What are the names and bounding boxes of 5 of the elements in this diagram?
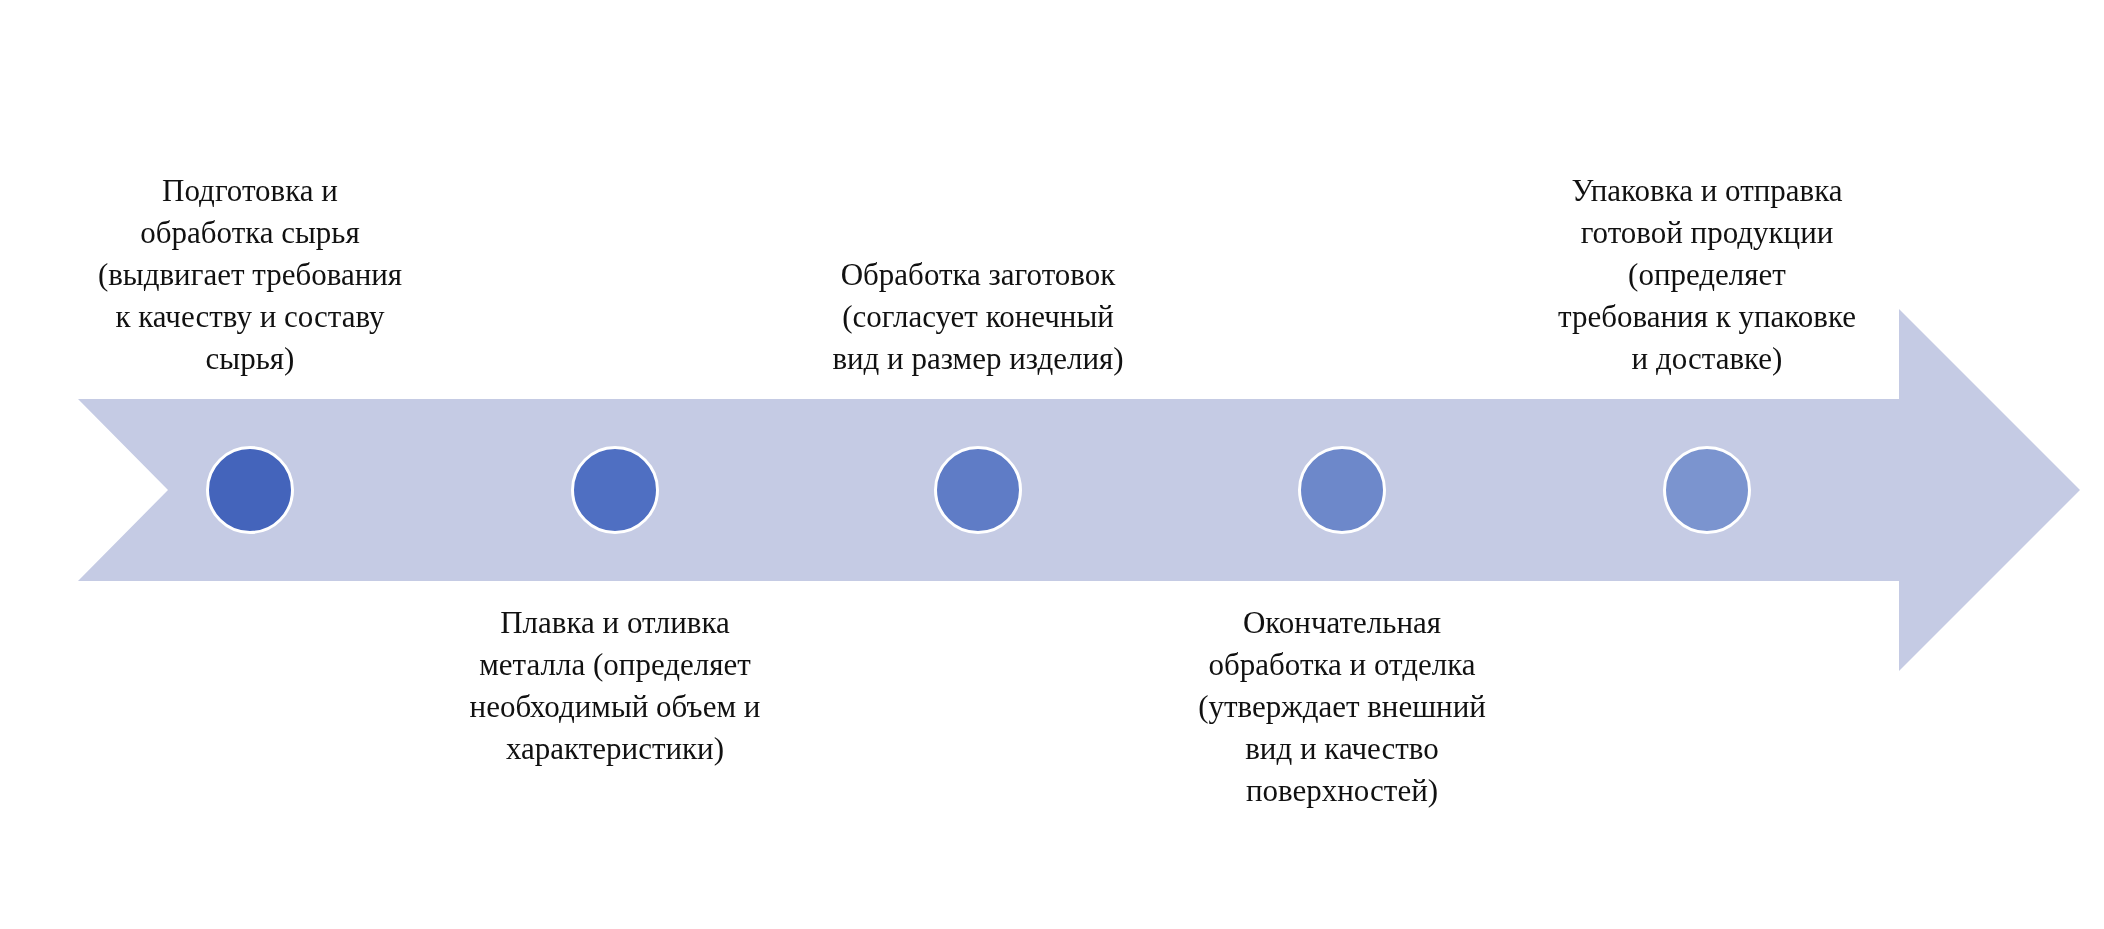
step-caption: Окончательная обработка и отделка (утверждает внешний вид и качество поверхностей): [1197, 604, 1487, 810]
step-caption: Плавка и отливка металла (определяет необходимый объем и характеристики): [468, 604, 762, 768]
step-caption: Подготовка и обработка сырья (выдвигает требования к качеству и составу сырья): [96, 172, 404, 378]
step-caption: Обработка заготовок (согласует конечный вид и размер изделия): [831, 256, 1125, 378]
step-caption: Упаковка и отправка готовой продукции (определяет требования к упаковке и доставке): [1557, 172, 1857, 378]
